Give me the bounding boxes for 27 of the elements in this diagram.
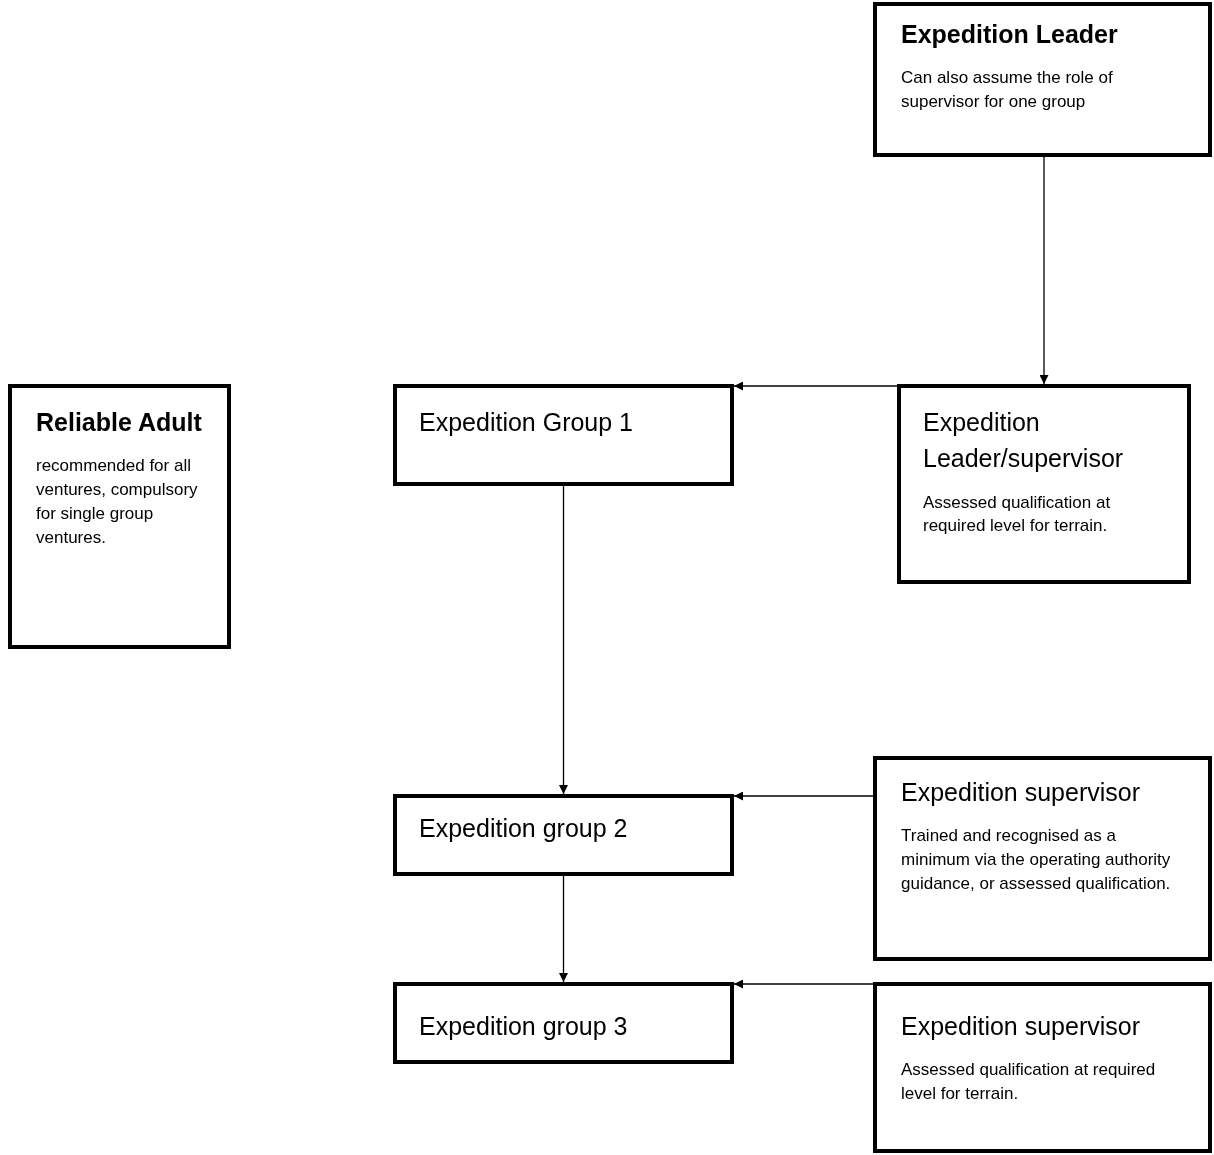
box-heading: Expedition group 2 [419,813,629,844]
text-box [873,756,1212,961]
box-description: Assessed qualification at required level for terrain. [923,491,1112,538]
box-heading: Expedition Leader/supervisor [923,407,1125,475]
arrow [1039,156,1049,385]
text-box [393,982,734,1064]
arrow [733,979,874,989]
text-box [8,384,231,649]
arrow [733,791,874,801]
box-description: Trained and recognised as a minimum via the operating authority guidance, or assessed qualification. [901,825,1172,895]
text-box [873,982,1212,1153]
arrow [559,875,568,983]
box-heading: Expedition group 3 [419,1011,629,1042]
box-heading: Expedition supervisor [901,777,1141,808]
box-description: Assessed qualification at required level for terrain. [901,1059,1157,1106]
text-box [393,794,734,876]
box-heading: Expedition Leader [901,19,1119,50]
text-box [393,384,734,486]
box-heading: Expedition Group 1 [419,407,635,438]
text-box [873,2,1212,157]
box-heading: Reliable Adult [36,407,203,438]
arrow [559,485,568,795]
text-box [897,384,1191,584]
arrow [733,381,898,391]
box-description: recommended for all ventures, compulsory for single group ventures. [36,455,199,549]
box-description: Can also assume the role of supervisor for one group [901,67,1114,114]
box-heading: Expedition supervisor [901,1011,1141,1042]
